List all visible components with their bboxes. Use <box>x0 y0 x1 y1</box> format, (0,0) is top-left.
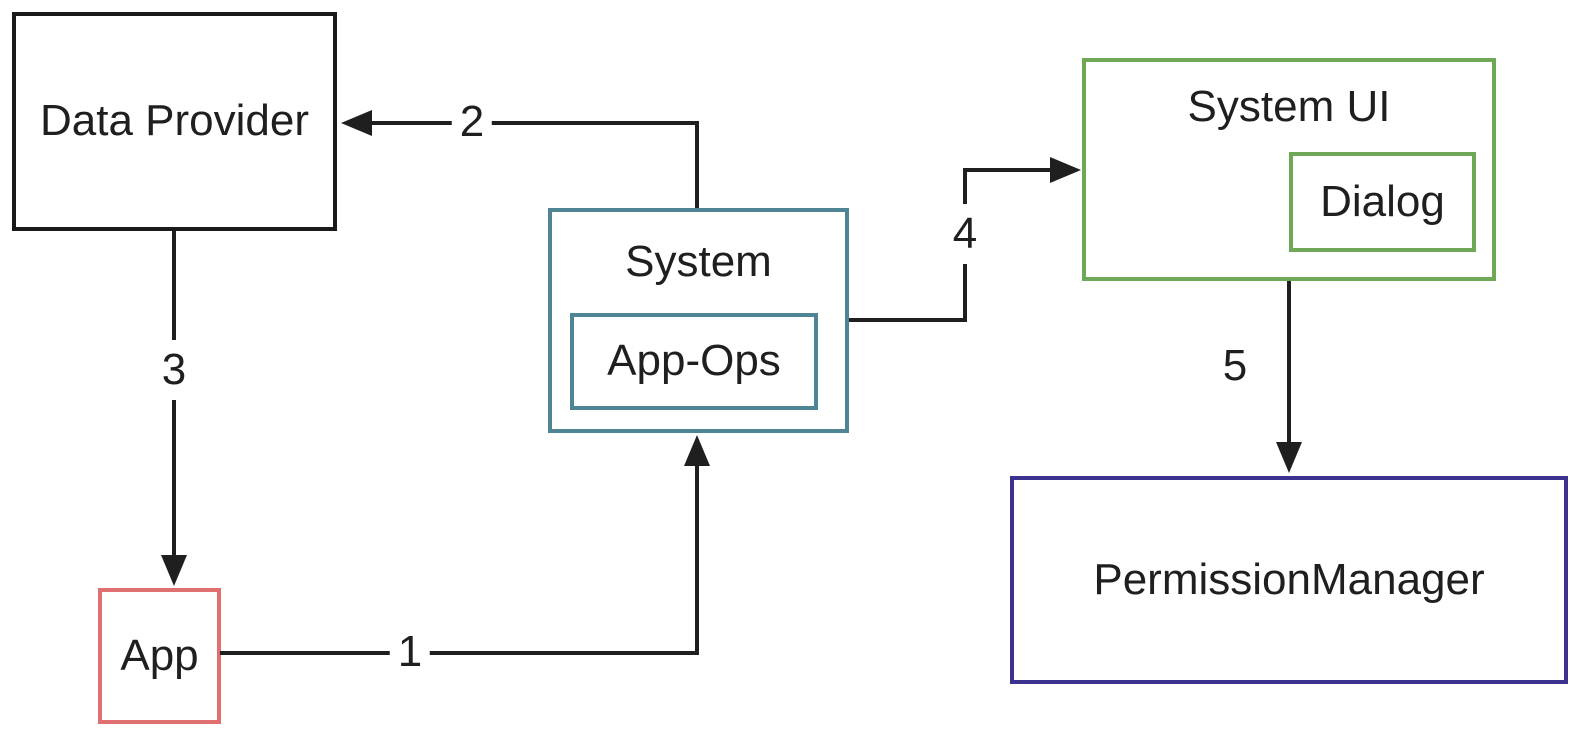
box-system: System App-Ops <box>548 208 849 433</box>
dialog-label: Dialog <box>1320 176 1445 226</box>
box-permission-manager: PermissionManager <box>1010 476 1568 684</box>
box-app-ops: App-Ops <box>570 313 818 410</box>
arrow-1-label: 1 <box>389 630 431 674</box>
arrow-2-line <box>368 121 699 208</box>
arrow-2-head <box>341 110 372 136</box>
app-label: App <box>120 630 199 680</box>
arrow-5-head <box>1276 442 1302 473</box>
arrow-1-head <box>684 435 710 466</box>
box-data-provider: Data Provider <box>12 12 337 231</box>
system-label: System <box>625 237 772 287</box>
arrow-1-line <box>220 462 699 655</box>
box-dialog: Dialog <box>1289 152 1476 252</box>
data-provider-label: Data Provider <box>39 96 309 146</box>
permission-manager-label: PermissionManager <box>1093 554 1485 604</box>
arrow-3-label: 3 <box>159 340 189 400</box>
arrow-2-label: 2 <box>451 100 493 144</box>
arrow-5-label: 5 <box>1222 341 1248 390</box>
arrow-4-head <box>1050 157 1081 183</box>
arrow-3-head <box>161 555 187 586</box>
system-title: System <box>552 212 845 313</box>
arrow-4-label: 4 <box>950 204 980 264</box>
app-ops-label: App-Ops <box>607 336 781 386</box>
box-app: App <box>98 588 221 724</box>
system-ui-title: System UI <box>1086 62 1492 152</box>
box-system-ui: System UI Dialog <box>1082 58 1496 281</box>
system-ui-label: System UI <box>1187 81 1391 131</box>
